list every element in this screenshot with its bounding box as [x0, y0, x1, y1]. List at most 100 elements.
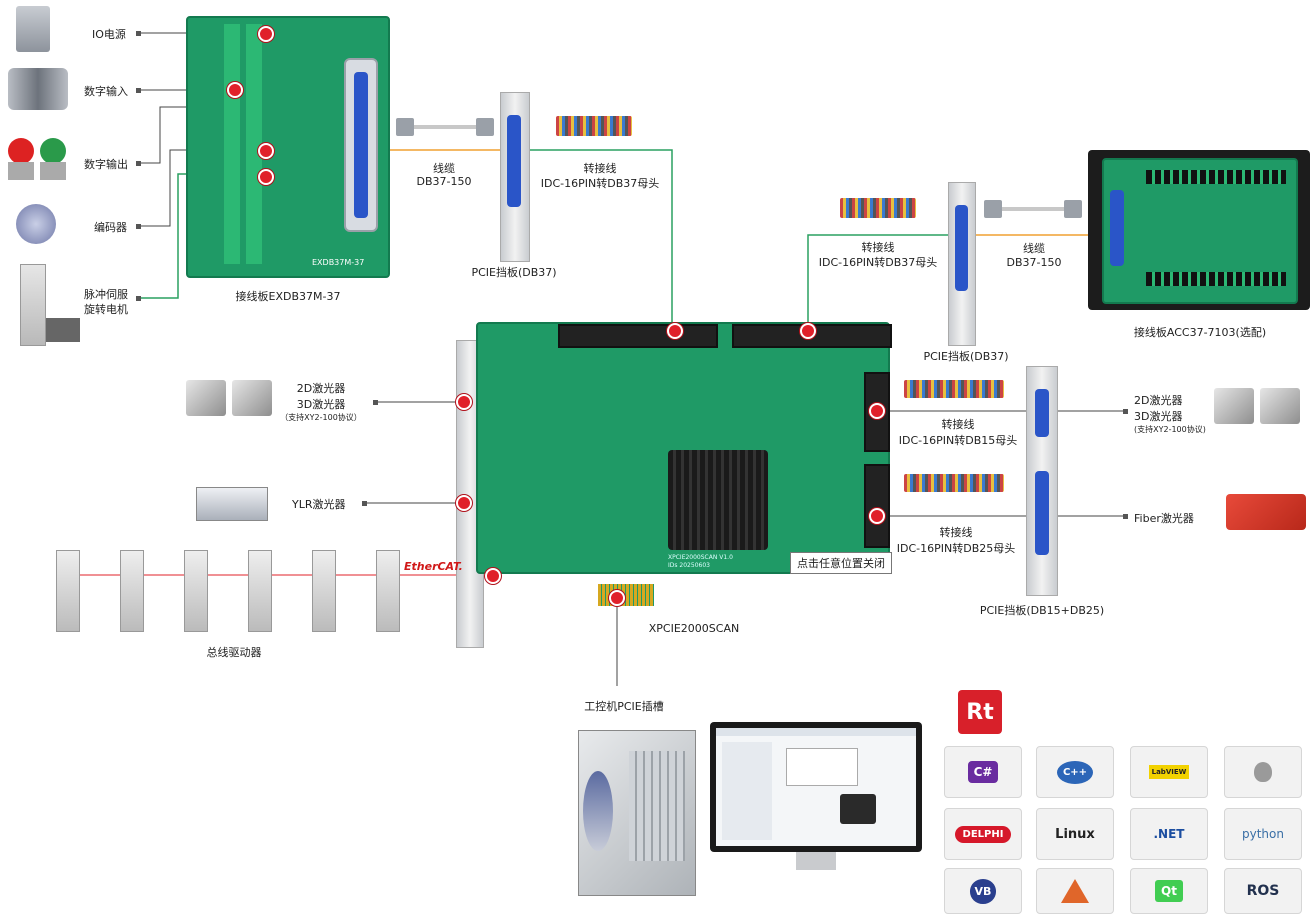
cable-left-label-1: 线缆 — [433, 162, 455, 175]
signal-dot — [869, 508, 885, 524]
labview-logo: LabVIEW — [1130, 746, 1208, 798]
ros-logo: ROS — [1224, 868, 1302, 914]
ribbon-cable-image-top — [556, 116, 632, 136]
exdb37-board-label: 接线板EXDB37M-37 — [235, 290, 341, 303]
delphi-logo-text: DELPHI — [954, 825, 1012, 843]
csharp-logo: C# — [944, 746, 1022, 798]
pcie-bracket-db15-db25-label: PCIE挡板(DB15+DB25) — [979, 604, 1105, 617]
signal-dot — [485, 568, 501, 584]
pcie-bracket-db37-left — [500, 92, 530, 262]
signal-dot — [456, 495, 472, 511]
acc37-terminal-board — [1088, 150, 1310, 310]
ribbon-cable-image-db25 — [904, 474, 1004, 492]
galvo-laser-image-left — [186, 380, 276, 420]
terminal-column-right — [246, 24, 262, 264]
close-hint-tooltip[interactable]: 点击任意位置关闭 — [790, 552, 892, 574]
cpp-logo: C++ — [1036, 746, 1114, 798]
pulse-servo-label-2: 旋转电机 — [84, 303, 128, 316]
signal-dot — [258, 143, 274, 159]
bus-driver-row — [56, 550, 436, 632]
ros-logo-text: ROS — [1246, 883, 1280, 899]
acc37-board-label: 接线板ACC37-7103(选配) — [1133, 326, 1267, 339]
connector-marker — [362, 501, 367, 506]
laser-left-label-3: （支持XY2-100协议） — [280, 413, 362, 422]
adapter-db25-label-1: 转接线 — [939, 526, 973, 539]
laser-right-label-2: 3D激光器 — [1134, 410, 1183, 423]
connector-marker — [136, 296, 141, 301]
matlab-logo — [1036, 868, 1114, 914]
digital-output-label: 数字输出 — [84, 158, 128, 171]
header-connector-1 — [558, 324, 718, 348]
delphi-logo: DELPHI — [944, 808, 1022, 860]
adapter-top-label-2: IDC-16PIN转DB37母头 — [540, 177, 660, 190]
fiber-laser-label: Fiber激光器 — [1134, 512, 1194, 525]
csharp-logo-text: C# — [967, 761, 999, 783]
qt-logo-text: Qt — [1155, 880, 1183, 902]
cable-right-label-1: 线缆 — [1023, 242, 1045, 255]
cable-left-label-2: DB37-150 — [416, 175, 472, 188]
adapter-right-label-1: 转接线 — [861, 241, 895, 254]
acc37-pcb — [1102, 158, 1298, 304]
laser-right-label-3: (支持XY2-100协议) — [1134, 425, 1206, 434]
card-silk-1: XPCIE2000SCAN V1.0 — [668, 554, 733, 561]
signal-dot — [667, 323, 683, 339]
ribbon-cable-image-right — [840, 198, 916, 218]
db37-cable-image-left — [396, 118, 494, 136]
io-power-supply-image — [16, 6, 50, 52]
adapter-db15-label-2: IDC-16PIN转DB15母头 — [898, 434, 1018, 447]
ethercat-logo: EtherCAT. — [404, 560, 463, 573]
cylinder-valve-image — [8, 68, 68, 110]
signal-dot — [869, 403, 885, 419]
pulse-servo-label-1: 脉冲伺服 — [84, 288, 128, 301]
python-logo: python — [1224, 808, 1302, 860]
heatsink — [668, 450, 768, 550]
signal-dot — [800, 323, 816, 339]
connector-marker — [1123, 409, 1128, 414]
encoder-label: 编码器 — [94, 221, 127, 234]
connector-marker — [136, 161, 141, 166]
qt-logo: Qt — [1130, 868, 1208, 914]
apple-logo — [1224, 746, 1302, 798]
terminal-column-left — [224, 24, 240, 264]
vb-logo: VB — [944, 868, 1022, 914]
adapter-top-label-1: 转接线 — [583, 162, 617, 175]
pcie-bracket-left-label: PCIE挡板(DB37) — [471, 266, 557, 279]
adapter-right-label-2: IDC-16PIN转DB37母头 — [818, 256, 938, 269]
card-name-label: XPCIE2000SCAN — [648, 622, 740, 635]
pcie-bracket-right-label: PCIE挡板(DB37) — [923, 350, 1009, 363]
linux-logo-text: Linux — [1055, 826, 1095, 842]
adapter-db25-label-2: IDC-16PIN转DB25母头 — [896, 542, 1016, 555]
python-logo-text: python — [1242, 827, 1284, 841]
push-buttons-image — [6, 138, 70, 182]
industrial-pc-image — [578, 730, 696, 896]
card-silk-2: IDs 20250603 — [668, 562, 710, 569]
cpp-logo-text: C++ — [1056, 760, 1094, 784]
cable-right-label-2: DB37-150 — [1006, 256, 1062, 269]
servo-motor-image — [20, 264, 80, 346]
connector-marker — [1123, 514, 1128, 519]
ribbon-cable-image-db15 — [904, 380, 1004, 398]
digital-input-label: 数字输入 — [84, 85, 128, 98]
fiber-laser-image — [1226, 494, 1306, 530]
encoder-image — [16, 204, 56, 244]
pcie-bracket-db15-db25 — [1026, 366, 1058, 596]
signal-dot — [609, 590, 625, 606]
connector-marker — [136, 31, 141, 36]
db37-cable-image-right — [984, 200, 1082, 218]
dotnet-logo: .NET — [1130, 808, 1208, 860]
signal-dot — [258, 169, 274, 185]
laser-right-label-1: 2D激光器 — [1134, 394, 1183, 407]
adapter-db15-label-1: 转接线 — [941, 418, 975, 431]
labview-logo-text: LabVIEW — [1148, 765, 1190, 779]
exdb37-terminal-board: EXDB37M-37 — [186, 16, 390, 278]
laser-left-label-1: 2D激光器 — [296, 382, 346, 395]
pcie-bracket-db37-right — [948, 182, 976, 346]
vb-logo-text: VB — [969, 878, 997, 904]
matlab-icon — [1061, 879, 1089, 903]
connector-marker — [373, 400, 378, 405]
connector-marker — [136, 88, 141, 93]
rt-logo-text: Rt — [966, 699, 994, 725]
signal-dot — [456, 394, 472, 410]
pcie-gold-finger — [598, 584, 654, 606]
signal-dot — [258, 26, 274, 42]
